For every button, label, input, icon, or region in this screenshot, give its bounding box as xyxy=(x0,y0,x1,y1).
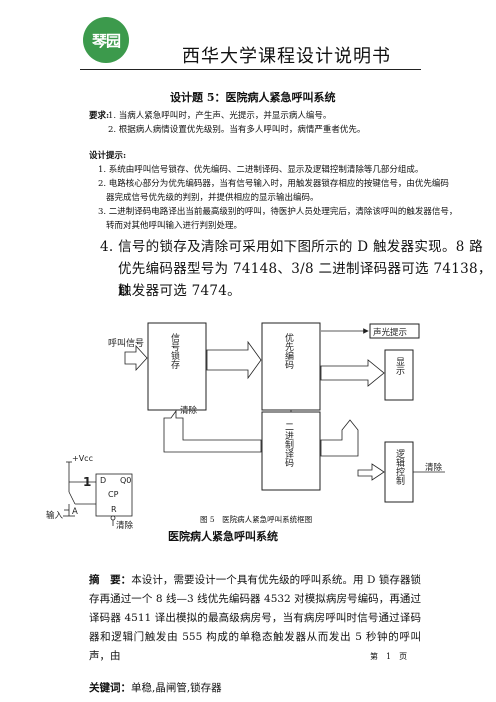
display-label: 显示 xyxy=(394,357,405,375)
abstract-text: 本设计，需要设计一个具有优先级的呼叫系统。用 D 锁存器锁存再通过一个 8 线—… xyxy=(89,574,422,662)
hint-item-4-line-3: 触发器可选 7474。 xyxy=(118,283,241,299)
hint-item-3: 3. 二进制译码电路译出当前最高级别的呼叫，待医护人员处理完后，清除该呼叫的触发… xyxy=(98,207,458,217)
encoder-block xyxy=(261,322,321,411)
keywords: 关键词：单稳,晶闸管,锁存器 xyxy=(89,680,222,695)
section-title: 医院病人紧急呼叫系统 xyxy=(168,530,278,543)
q0-label: Q0 xyxy=(120,476,131,485)
requirement-item-2: 2. 根据病人病情设置优先级别。当有多人呼叫时，病情严重者优先。 xyxy=(108,125,366,135)
hint-item-2-cont: 器完成信号优先级的判别，并提供相应的显示输出编码。 xyxy=(106,193,319,203)
hint-item-3-cont: 转而对其他呼叫输入进行判别处理。 xyxy=(106,221,243,231)
display-block xyxy=(384,349,414,401)
page-number: 第 1 页 xyxy=(370,652,408,661)
clear-label-3: 清除 xyxy=(116,520,134,531)
latch-block xyxy=(147,322,207,411)
r-label: R xyxy=(111,505,117,514)
clear-feedback-arrow xyxy=(163,409,262,453)
input-label: 输入 xyxy=(46,510,64,521)
call-arrow xyxy=(124,344,148,372)
university-logo: 琴园 xyxy=(83,17,129,63)
clear-label-2: 清除 xyxy=(425,462,443,473)
requirements-label: 要求: xyxy=(89,111,110,121)
decoder-block xyxy=(261,411,321,491)
logic-control-block xyxy=(384,441,414,503)
decoder-label: 二进制译码 xyxy=(283,422,294,468)
sound-light-box xyxy=(369,323,420,339)
hint-item-4-line-2: 优先编码器型号为 74148、3/8 二进制译码器可选 74138，D xyxy=(118,261,492,299)
latch-label: 信号锁存 xyxy=(169,332,180,369)
cp-label: CP xyxy=(108,490,119,499)
call-signal-label: 呼叫信号 xyxy=(108,337,144,349)
logic-control-label: 逻辑控制 xyxy=(394,449,405,485)
keywords-text: 单稳,晶闸管,锁存器 xyxy=(131,682,222,694)
hints-label: 设计提示: xyxy=(89,151,127,161)
abstract-label: 摘 要： xyxy=(89,574,132,586)
decoder-logic-arrow xyxy=(320,419,359,457)
document-header-title: 西华大学课程设计说明书 xyxy=(182,46,391,67)
sound-light-label: 声光提示 xyxy=(373,327,407,338)
d-flipflop-box xyxy=(95,473,133,517)
figure-caption: 图 5 医院病人紧急呼叫系统框图 xyxy=(200,515,313,524)
d-label: D xyxy=(100,476,106,485)
clear-label-1: 清除 xyxy=(180,405,198,416)
hint-item-4-line-1: 4. 信号的锁存及清除可采用如下图所示的 D 触发器实现。8 路 xyxy=(100,239,484,255)
hint-item-1: 1. 系统由呼叫信号锁存、优先编码、二进制译码、显示及逻辑控制清除等几部分组成。 xyxy=(98,165,424,175)
abstract: 摘 要：本设计，需要设计一个具有优先级的呼叫系统。用 D 锁存器锁存再通过一个 … xyxy=(89,571,421,666)
vcc-label: +Vcc xyxy=(72,454,93,463)
keywords-label: 关键词： xyxy=(89,682,131,694)
task-title: 设计题 5：医院病人紧急呼叫系统 xyxy=(170,91,336,104)
a-label: A xyxy=(72,507,78,517)
encoder-display-arrow xyxy=(320,359,385,387)
latch-encoder-arrow xyxy=(206,340,262,380)
header-divider xyxy=(80,69,421,70)
logic-in-arrow xyxy=(357,463,385,481)
hint-item-2: 2. 电路核心部分为优先编码器，当有信号输入时，用触发器锁存相应的按键信号，由优… xyxy=(98,179,449,189)
requirement-item-1: 1. 当病人紧急呼叫时，产生声、光提示，并显示病人编号。 xyxy=(108,111,332,121)
encoder-label: 优先编码 xyxy=(283,332,294,370)
